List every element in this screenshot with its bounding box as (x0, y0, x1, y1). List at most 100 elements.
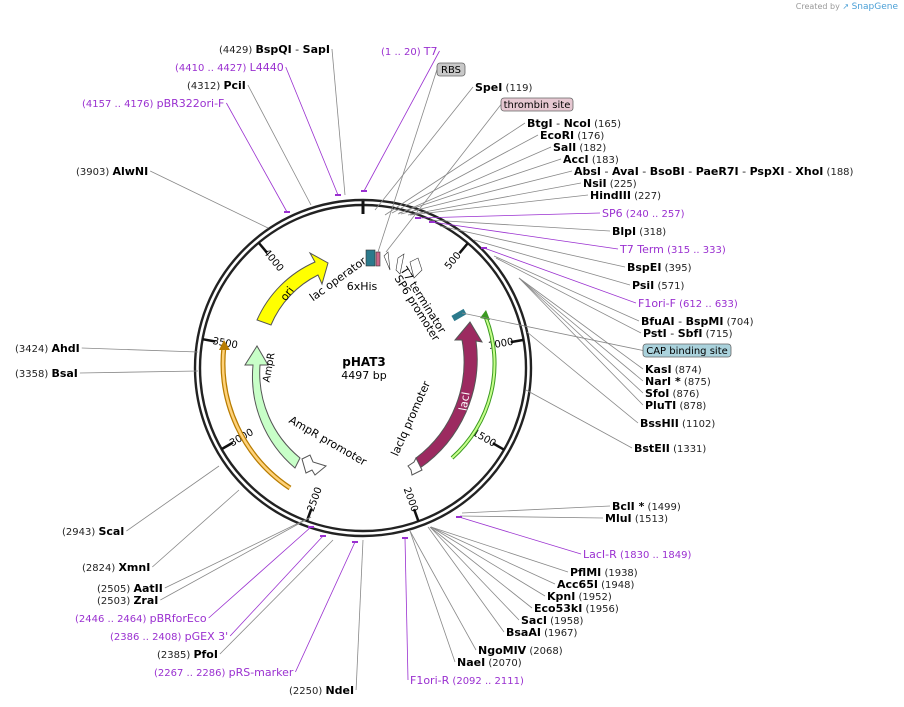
his-tag-feature (365, 249, 376, 267)
his-tag-label: 6xHis (347, 280, 378, 293)
label-text: BfuAI - BspMI (704) (641, 315, 754, 328)
label-text: NgoMIV (2068) (478, 644, 563, 657)
enzyme-site-label: AbsI - AvaI - BsoBI - PaeR7I - PspXI - X… (574, 165, 854, 178)
enzyme-site-label: SalI (182) (553, 141, 606, 154)
label-text: PflMI (1938) (570, 566, 638, 579)
enzyme-site-label: BstEII (1331) (634, 442, 706, 455)
tick-mark (257, 241, 268, 254)
enzyme-site-label: BfuAI - BspMI (704) (641, 315, 754, 328)
label-leader (126, 465, 220, 532)
label-text: (3903) AlwNI (76, 165, 148, 178)
primer-label: T7 Term (315 .. 333) (619, 243, 726, 256)
label-leader (458, 516, 582, 555)
label-text: LacI-R (1830 .. 1849) (583, 548, 691, 561)
label-leader (150, 170, 269, 229)
label-text: F1ori-F (612 .. 633) (638, 297, 738, 310)
label-text: SpeI (119) (475, 81, 533, 94)
primer-label: LacI-R (1830 .. 1849) (583, 548, 691, 561)
label-text: BssHII (1102) (640, 417, 715, 430)
enzyme-site-label: (3424) AhdI (15, 342, 80, 355)
label-leader (397, 146, 552, 215)
laciq-promoter-arrow (407, 456, 423, 476)
laci-arrow (415, 321, 483, 469)
label-leader (409, 530, 456, 663)
tick-mark (202, 337, 216, 343)
label-text: SfoI (876) (645, 387, 700, 400)
feature-box-label: CAP binding site (646, 346, 728, 357)
enzyme-site-label: PflMI (1938) (570, 566, 638, 579)
primer-label: F1ori-R (2092 .. 2111) (410, 674, 524, 687)
label-leader (417, 212, 601, 219)
enzyme-site-label: (4312) PciI (187, 79, 246, 92)
enzyme-site-label: BtgI - NcoI (165) (527, 117, 621, 130)
label-text: (3424) AhdI (15, 342, 80, 355)
label-leader (430, 526, 546, 597)
enzyme-site-label: (2250) NdeI (289, 684, 354, 697)
primer-label: (2267 .. 2286) pRS-marker (154, 666, 294, 679)
label-text: PstI - SbfI (715) (643, 327, 733, 340)
enzyme-site-label: BspEI (395) (627, 261, 692, 274)
label-text: NarI * (875) (645, 375, 711, 388)
label-text: (4312) PciI (187, 79, 246, 92)
label-leader (439, 225, 626, 268)
label-text: (3358) BsaI (15, 367, 78, 380)
label-text: PsiI (571) (632, 279, 684, 292)
enzyme-site-label: BsaAI (1967) (506, 626, 577, 639)
tick-mark (510, 338, 524, 344)
enzyme-site-label: Eco53kI (1956) (534, 602, 619, 615)
label-leader (391, 134, 539, 214)
box-leader (377, 69, 438, 253)
label-leader (526, 331, 639, 424)
enzyme-site-label: (3358) BsaI (15, 367, 78, 380)
label-text: MluI (1513) (605, 512, 668, 525)
enzyme-site-label: NgoMIV (2068) (478, 644, 563, 657)
enzyme-site-label: BclI * (1499) (612, 500, 681, 513)
tick-label: 2000 (401, 486, 420, 514)
primer-label: (2386 .. 2408) pGEX 3' (110, 630, 228, 643)
label-text: (2250) NdeI (289, 684, 354, 697)
label-text: Eco53kI (1956) (534, 602, 619, 615)
feature-box-label: thrombin site (504, 100, 571, 111)
label-leader (519, 278, 644, 406)
enzyme-site-label: EcoRI (176) (540, 129, 604, 142)
label-leader (400, 170, 573, 215)
ampr-label: AmpR (262, 352, 278, 383)
enzyme-site-label: SfoI (876) (645, 387, 700, 400)
label-leader (79, 370, 199, 374)
primer-label: (4157 .. 4176) pBR322ori-F (82, 97, 224, 110)
enzyme-site-label: (4429) BspQI - SapI (219, 43, 330, 56)
enzyme-site-label: (2385) PfoI (157, 648, 218, 661)
label-text: (2943) ScaI (62, 525, 124, 538)
tick-mark (220, 441, 234, 451)
primer-label: SP6 (240 .. 257) (602, 207, 685, 220)
enzyme-site-label: NaeI (2070) (457, 656, 522, 669)
label-leader (164, 516, 312, 589)
tick-mark (492, 442, 505, 451)
label-text: NaeI (2070) (457, 656, 522, 669)
thrombin-feature (383, 251, 391, 271)
laci-label: lacI (456, 391, 472, 412)
label-text: Acc65I (1948) (557, 578, 634, 591)
label-leader (518, 277, 644, 370)
label-leader-lines (79, 48, 644, 691)
label-leader (331, 48, 346, 196)
t7-terminator-feature (395, 253, 405, 275)
label-leader (518, 277, 644, 382)
enzyme-site-label: NsiI (225) (583, 177, 637, 190)
label-leader (429, 526, 520, 621)
enzyme-site-label: BssHII (1102) (640, 417, 715, 430)
enzyme-site-label: BlpI (318) (612, 225, 666, 238)
label-leader (226, 102, 288, 213)
label-text: T7 Term (315 .. 333) (619, 243, 726, 256)
tick-mark (412, 508, 420, 522)
label-leader (525, 389, 633, 449)
label-leader (461, 505, 611, 514)
plasmid-size: 4497 bp (341, 369, 386, 382)
laciq-promoter-label: lacIq promoter (388, 379, 433, 458)
label-leader (398, 158, 562, 214)
plasmid-name: pHAT3 (342, 355, 386, 369)
snapgene-logo-icon: ↗ (842, 2, 850, 11)
label-leader (407, 182, 582, 216)
enzyme-site-label: PsiI (571) (632, 279, 684, 292)
